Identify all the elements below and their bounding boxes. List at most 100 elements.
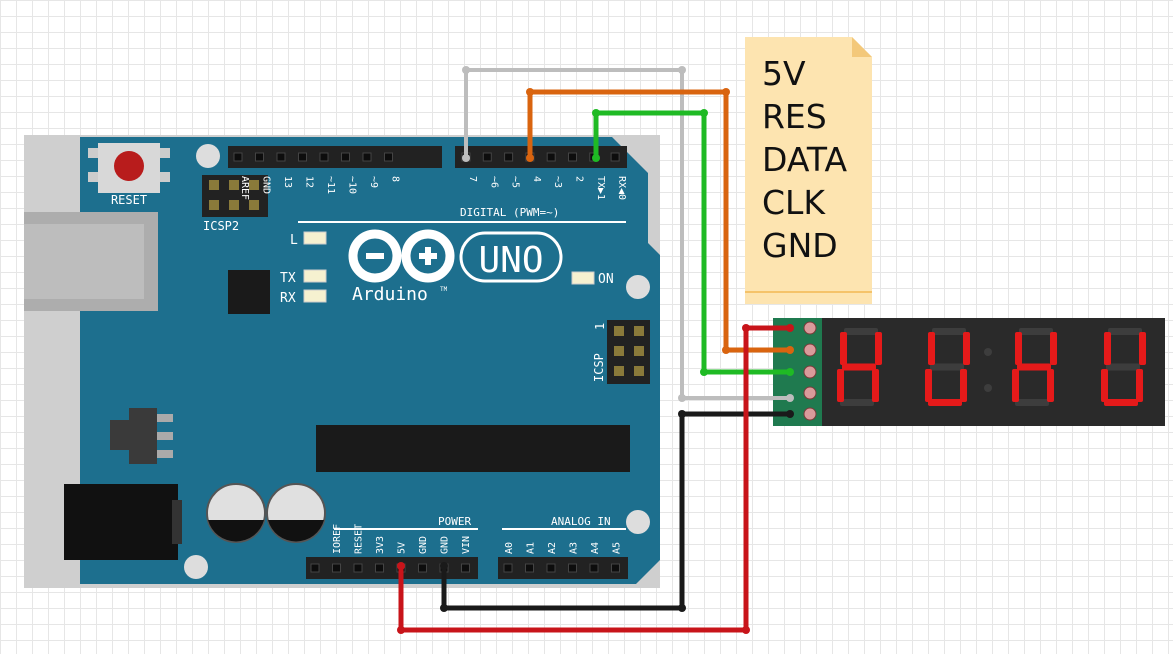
digital-label: DIGITAL (PWM=~) (460, 206, 559, 219)
power-pin-label: IOREF (332, 524, 343, 554)
wire-bend-point (722, 346, 730, 354)
wire-bend-point (786, 410, 794, 418)
top-header-right (455, 146, 627, 168)
capacitor (266, 483, 326, 543)
usb-connector-inner (24, 224, 144, 299)
power-pin-label: RESET (354, 524, 365, 554)
wire-bend-point (397, 562, 405, 570)
wire-bend-point (742, 626, 750, 634)
segment (1015, 399, 1049, 406)
power-jack-tip (172, 500, 182, 544)
led-on-label: ON (598, 272, 614, 287)
reset-label: RESET (111, 193, 147, 207)
uno-badge (459, 231, 563, 283)
segment (1019, 328, 1053, 335)
segment (932, 328, 966, 335)
header-pin (233, 152, 243, 162)
power-pin-label: GND (440, 536, 451, 554)
display-pin (803, 343, 817, 357)
digital-pin-label: ~10 (347, 176, 358, 194)
note-line: CLK (762, 183, 826, 222)
wire-bend-point (742, 324, 750, 332)
digital-pin-label: TX▶1 (595, 176, 606, 200)
reset-button[interactable] (88, 143, 170, 193)
power-pin-label: VIN (461, 536, 472, 554)
led-l-label: L (290, 233, 298, 248)
display-pin (803, 365, 817, 379)
power-pin-label: 5V (397, 542, 408, 554)
power-header (306, 557, 478, 579)
analog-pin-label: A2 (547, 542, 558, 554)
header-pin (568, 563, 577, 573)
segment (1104, 332, 1111, 365)
power-label: POWER (438, 515, 471, 528)
header-pin (611, 563, 620, 573)
icsp2-pin (229, 180, 239, 190)
top-header-left (228, 146, 442, 168)
segment (1050, 332, 1057, 365)
mounting-hole (196, 144, 220, 168)
header-pin (503, 563, 513, 573)
segment (840, 332, 847, 365)
header-pin (341, 152, 350, 162)
digital-pin-label: ~3 (552, 176, 563, 188)
digital-pin-label: 2 (574, 176, 585, 182)
header-pin (384, 152, 393, 162)
analog-pin-label: A4 (590, 542, 601, 554)
colon-dot (984, 384, 992, 392)
wire-bend-point (526, 154, 534, 162)
icsp2-pin (229, 200, 239, 210)
wire-bend-point (722, 88, 730, 96)
digital-pin-label: ~5 (510, 176, 521, 188)
digital-pin-label: 13 (282, 176, 293, 188)
header-pin (319, 152, 329, 162)
note-line: DATA (762, 140, 847, 179)
power-jack (64, 484, 178, 560)
analog-pin-label: A5 (612, 542, 623, 554)
digital-pin-label: ~6 (488, 176, 499, 188)
digital-pin-label: AREF (239, 176, 250, 200)
header-pin (332, 563, 341, 573)
header-pin (298, 152, 307, 162)
header-pin (610, 152, 620, 162)
segment (875, 332, 882, 365)
icsp-pin (634, 346, 644, 356)
icsp2-label: ICSP2 (203, 219, 239, 233)
header-pin (482, 152, 492, 162)
power-pin-label: GND (418, 536, 429, 554)
analog-label: ANALOG IN (551, 515, 611, 528)
icsp-pin1-label: 1 (593, 323, 607, 330)
header-pin (504, 152, 514, 162)
analog-pin-label: A0 (504, 542, 515, 554)
led-rx (303, 289, 327, 303)
segment (872, 369, 879, 402)
display-pin (803, 407, 817, 421)
wire-bend-point (700, 109, 708, 117)
icsp-pin (614, 326, 624, 336)
colon-dot (984, 348, 992, 356)
segment (1047, 369, 1054, 402)
arduino-uno-board: RESET ICSP2 L TX RX ON UNO Ar (24, 135, 660, 588)
digital-pin-label: GND (261, 176, 272, 194)
usb-chip (228, 270, 270, 314)
analog-pin-label: A1 (526, 542, 537, 554)
wire-bend-point (786, 346, 794, 354)
arduino-tm: TM (440, 286, 448, 293)
display-pin (803, 321, 817, 335)
icsp2-pin (249, 200, 259, 210)
header-pin (375, 563, 384, 573)
header-pin (353, 563, 363, 573)
icsp-label: ICSP (592, 353, 606, 382)
segment (840, 399, 874, 406)
wire-bend-point (592, 154, 600, 162)
wire-bend-point (678, 394, 686, 402)
capacitor (206, 483, 266, 543)
led-tx (303, 269, 327, 283)
segment (844, 328, 878, 335)
digital-pin-label: 12 (304, 176, 315, 188)
header-pin (546, 152, 556, 162)
segment (1108, 328, 1142, 335)
digital-pin-label: ~9 (368, 176, 379, 188)
